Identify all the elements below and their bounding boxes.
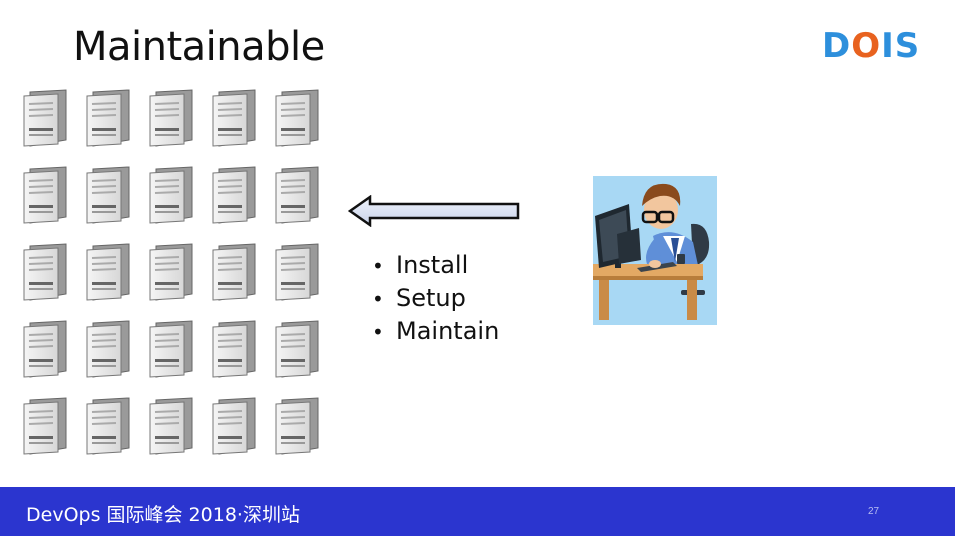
server-tower-icon	[146, 319, 209, 396]
event-name: DevOps 国际峰会 2018·深圳站	[26, 504, 300, 526]
server-tower-icon	[83, 242, 146, 319]
server-tower-icon	[20, 396, 83, 473]
server-tower-icon	[209, 396, 272, 473]
server-tower-icon	[20, 319, 83, 396]
server-grid	[20, 88, 330, 458]
server-tower-icon	[209, 165, 272, 242]
dois-logo: DOIS	[822, 26, 921, 66]
server-tower-icon	[209, 242, 272, 319]
server-tower-icon	[20, 88, 83, 165]
server-tower-icon	[83, 396, 146, 473]
server-tower-icon	[83, 165, 146, 242]
server-tower-icon	[209, 88, 272, 165]
server-tower-icon	[20, 165, 83, 242]
server-tower-icon	[83, 319, 146, 396]
server-tower-icon	[83, 88, 146, 165]
server-tower-icon	[272, 242, 335, 319]
bullet-list: •Install •Setup •Maintain	[372, 249, 499, 348]
server-tower-icon	[272, 396, 335, 473]
server-tower-icon	[209, 319, 272, 396]
server-tower-icon	[146, 165, 209, 242]
bullet-item: •Install	[372, 251, 469, 279]
server-tower-icon	[20, 242, 83, 319]
server-tower-icon	[146, 242, 209, 319]
server-tower-icon	[146, 88, 209, 165]
page-number: 27	[868, 506, 880, 517]
footer-bar: DevOps 国际峰会 2018·深圳站 27	[0, 487, 955, 536]
bullet-item: •Maintain	[372, 317, 500, 345]
developer-at-computer-illustration	[593, 176, 717, 325]
server-tower-icon	[272, 88, 335, 165]
server-tower-icon	[146, 396, 209, 473]
server-tower-icon	[272, 165, 335, 242]
left-arrow-icon	[348, 195, 520, 227]
bullet-item: •Setup	[372, 284, 466, 312]
slide-title: Maintainable	[73, 24, 325, 70]
server-tower-icon	[272, 319, 335, 396]
